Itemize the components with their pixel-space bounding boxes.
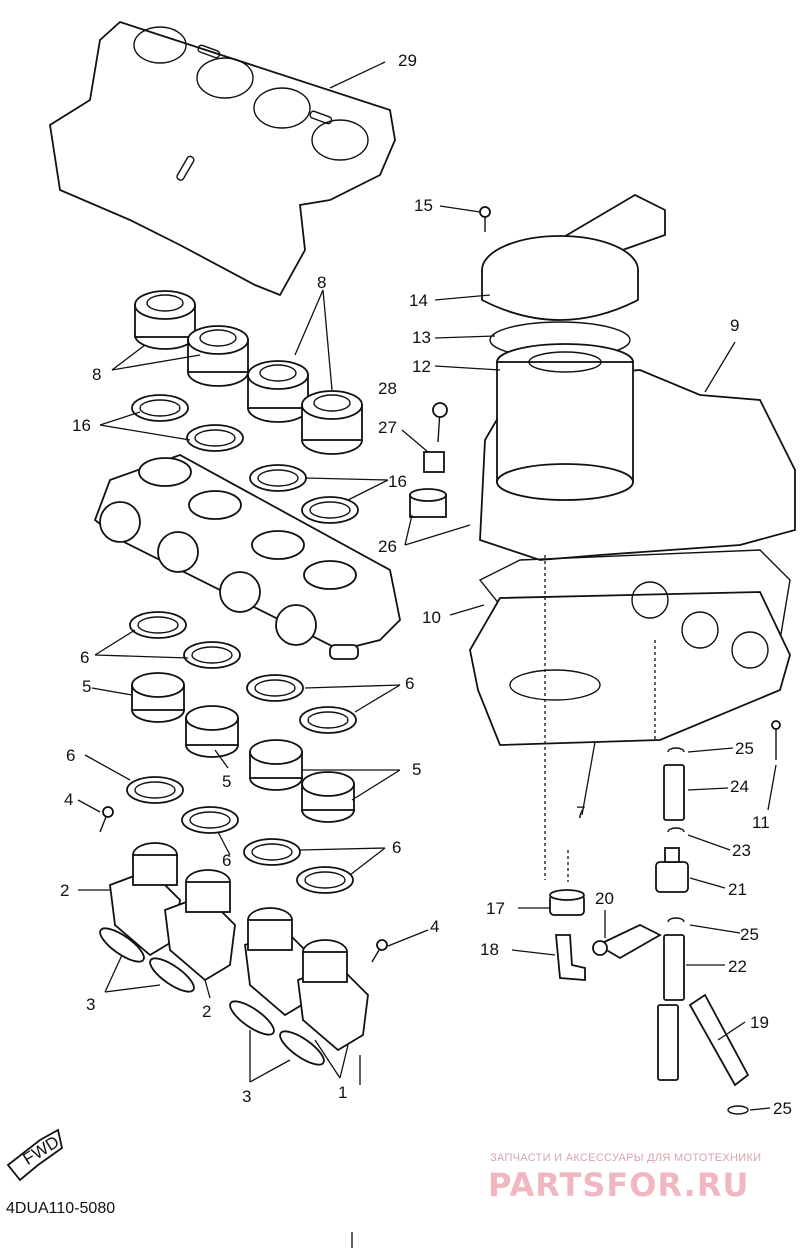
part-11-screw xyxy=(771,720,781,760)
callout-6: 6 xyxy=(66,746,75,765)
callout-14: 14 xyxy=(409,291,428,310)
callout-5: 5 xyxy=(82,677,91,696)
part-14-filter-cover xyxy=(481,235,639,321)
part-26-grommet xyxy=(409,488,447,518)
callout-10: 10 xyxy=(422,608,441,627)
part-16-clamps xyxy=(131,394,359,524)
callout-6: 6 xyxy=(405,674,414,693)
callout-13: 13 xyxy=(412,328,431,347)
callout-16: 16 xyxy=(388,472,407,491)
part-3-gaskets xyxy=(99,927,325,1066)
callout-24: 24 xyxy=(730,777,749,796)
callout-8: 8 xyxy=(92,365,101,384)
callout-3: 3 xyxy=(242,1087,251,1106)
callout-6: 6 xyxy=(392,838,401,857)
part-7-lower-case xyxy=(469,581,791,746)
callout-23: 23 xyxy=(732,841,751,860)
drain-parts xyxy=(549,747,750,1115)
leader-lines xyxy=(77,61,777,1248)
callout-21: 21 xyxy=(728,880,747,899)
callout-11: 11 xyxy=(752,813,770,832)
part-8-boots xyxy=(134,290,363,455)
callout-22: 22 xyxy=(728,957,747,976)
callout-18: 18 xyxy=(480,940,499,959)
part-6-clamps xyxy=(126,611,357,894)
callout-26: 26 xyxy=(378,537,397,556)
part-4-screws xyxy=(99,806,388,963)
callout-20: 20 xyxy=(595,889,614,908)
callout-29: 29 xyxy=(398,51,417,70)
callout-2: 2 xyxy=(202,1002,211,1021)
callout-9: 9 xyxy=(730,316,739,335)
callout-6: 6 xyxy=(222,851,231,870)
callout-25: 25 xyxy=(773,1099,792,1118)
callout-16: 16 xyxy=(72,416,91,435)
callout-17: 17 xyxy=(486,899,505,918)
fwd-arrow-icon: FWD xyxy=(6,1128,64,1182)
callout-8: 8 xyxy=(317,273,326,292)
part-27-collar xyxy=(423,451,445,473)
callout-25: 25 xyxy=(740,925,759,944)
part-28-bolt xyxy=(432,402,448,443)
callout-3: 3 xyxy=(86,995,95,1014)
part-29-cover-plate xyxy=(49,20,396,297)
part-5-joints xyxy=(131,672,355,823)
callout-1: 1 xyxy=(338,1083,347,1102)
callout-12: 12 xyxy=(412,357,431,376)
callout-19: 19 xyxy=(750,1013,769,1032)
part-2-manifolds xyxy=(109,842,236,982)
callout-2: 2 xyxy=(60,881,69,900)
callout-27: 27 xyxy=(378,418,397,437)
callout-6: 6 xyxy=(80,648,89,667)
callout-25: 25 xyxy=(735,739,754,758)
part-12-filter-element xyxy=(496,343,634,501)
callout-4: 4 xyxy=(64,790,73,809)
callout-7: 7 xyxy=(576,803,585,822)
callout-4: 4 xyxy=(430,917,439,936)
callout-28: 28 xyxy=(378,379,397,398)
carburetor-assembly xyxy=(93,454,401,660)
callout-5: 5 xyxy=(412,760,421,779)
part-15-screw xyxy=(479,206,491,232)
callout-15: 15 xyxy=(414,196,433,215)
watermark-logo: PARTSFOR.RU xyxy=(488,1166,750,1204)
watermark-tagline: ЗАПЧАСТИ И АКСЕССУАРЫ ДЛЯ МОТОТЕХНИКИ xyxy=(490,1152,762,1164)
diagram-code: 4DUA110-5080 xyxy=(6,1200,116,1217)
callout-5: 5 xyxy=(222,772,231,791)
part-1-manifolds xyxy=(244,907,369,1052)
